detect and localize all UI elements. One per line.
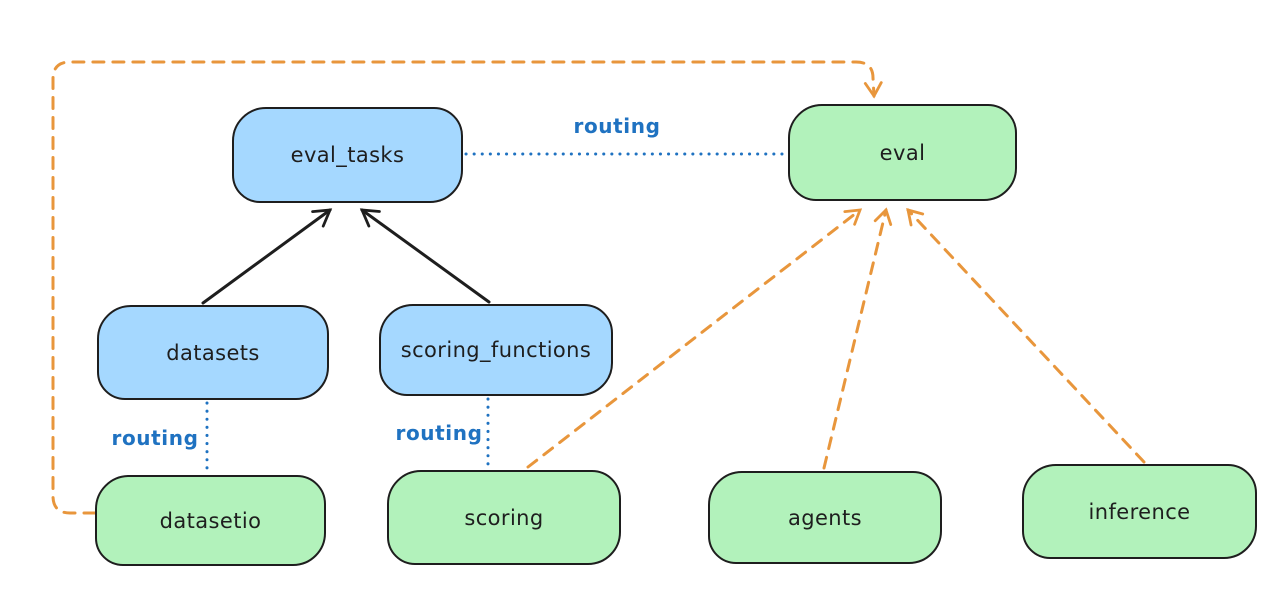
edge-inference-to-eval <box>906 208 1146 464</box>
node-datasetio: datasetio <box>95 475 326 566</box>
edge-agents-to-eval <box>822 207 893 470</box>
node-label-scoring: scoring <box>464 505 544 530</box>
node-scoring: scoring <box>387 470 621 565</box>
edge-datasetio-to-eval <box>51 60 883 515</box>
node-label-datasets: datasets <box>166 340 260 365</box>
routing-label-scoring-functions-scoring: routing <box>395 421 483 445</box>
node-label-agents: agents <box>787 505 862 530</box>
node-label-eval-tasks: eval_tasks <box>290 143 405 167</box>
node-datasets: datasets <box>97 305 329 400</box>
node-label-inference: inference <box>1088 499 1191 524</box>
node-eval-tasks: eval_tasks <box>232 107 463 203</box>
edge-scoring-to-eval <box>526 208 863 469</box>
node-label-eval: eval <box>879 140 926 165</box>
node-eval: eval <box>788 104 1017 201</box>
routing-label-datasets-datasetio: routing <box>111 426 199 450</box>
node-label-datasetio: datasetio <box>159 508 262 533</box>
node-scoring-functions: scoring_functions <box>379 304 613 396</box>
node-agents: agents <box>708 471 942 564</box>
edge-datasets-to-eval-tasks <box>201 208 333 305</box>
node-inference: inference <box>1022 464 1257 559</box>
routing-label-eval-tasks-eval: routing <box>573 114 661 138</box>
edge-scoring-functions-to-eval-tasks <box>359 208 491 304</box>
node-label-scoring-functions: scoring_functions <box>400 338 592 362</box>
